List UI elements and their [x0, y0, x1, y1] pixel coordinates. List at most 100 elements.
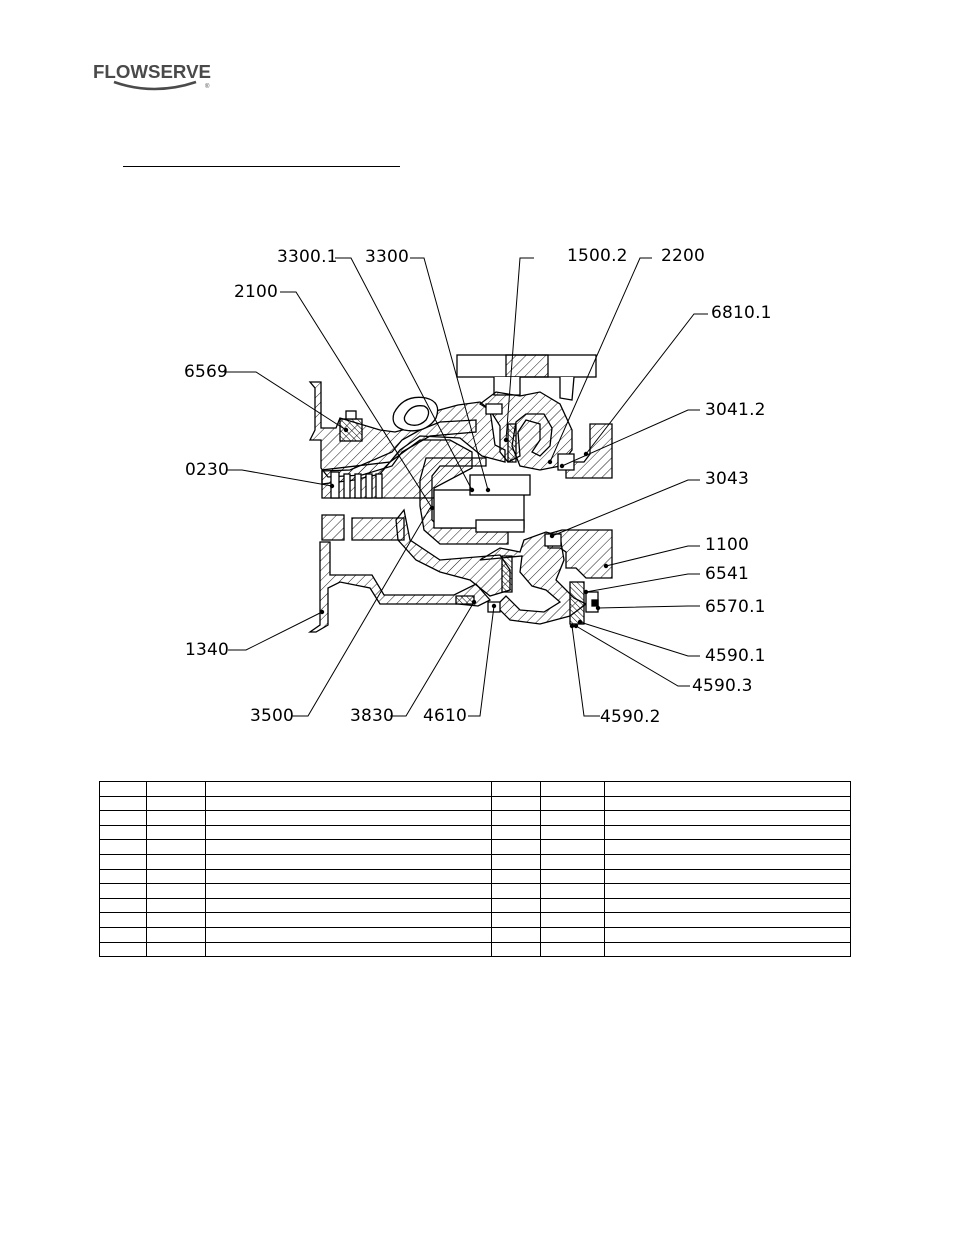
callout-3300-1: 3300.1	[277, 247, 338, 267]
callout-6569: 6569	[184, 362, 229, 382]
callout-4590-2: 4590.2	[600, 707, 661, 727]
callout-1340: 1340	[185, 640, 230, 660]
table-cell	[540, 810, 606, 826]
table-cell	[145, 897, 206, 914]
table-cell	[604, 941, 851, 958]
table-cell	[540, 781, 606, 797]
callout-markers	[319, 427, 609, 629]
callout-1500-2: 1500.2	[567, 246, 628, 266]
table-row	[99, 781, 851, 797]
table-cell	[604, 883, 851, 899]
table-cell	[145, 868, 206, 885]
table-cell	[491, 839, 542, 855]
table-cell	[491, 853, 542, 870]
logo-text: FLOWSERVE	[93, 62, 211, 82]
table-cell	[491, 926, 542, 943]
callout-3041-2: 3041.2	[705, 400, 766, 420]
callout-4610: 4610	[423, 706, 468, 726]
table-cell	[145, 795, 206, 812]
table-cell	[204, 810, 493, 826]
table-cell	[604, 868, 851, 885]
table-cell	[145, 781, 206, 797]
table-cell	[604, 781, 851, 797]
table-row	[99, 839, 851, 855]
table-cell	[204, 824, 493, 841]
table-cell	[99, 868, 147, 885]
table-cell	[491, 781, 542, 797]
callout-4590-1: 4590.1	[705, 646, 766, 666]
callout-6570-1: 6570.1	[705, 597, 766, 617]
table-cell	[99, 824, 147, 841]
callout-3500: 3500	[250, 706, 295, 726]
table-cell	[604, 810, 851, 826]
table-cell	[604, 795, 851, 812]
table-cell	[604, 912, 851, 928]
callout-1100: 1100	[705, 535, 750, 555]
flowserve-logo: FLOWSERVE ®	[93, 62, 211, 91]
table-cell	[204, 795, 493, 812]
table-cell	[204, 883, 493, 899]
table-cell	[540, 897, 606, 914]
table-cell	[540, 926, 606, 943]
table-cell	[204, 839, 493, 855]
table-cell	[99, 853, 147, 870]
table-cell	[204, 781, 493, 797]
table-cell	[540, 868, 606, 885]
table-cell	[145, 810, 206, 826]
table-cell	[604, 926, 851, 943]
table-cell	[204, 941, 493, 958]
table-cell	[99, 926, 147, 943]
callout-2200: 2200	[661, 246, 706, 266]
table-cell	[145, 912, 206, 928]
table-row	[99, 853, 851, 870]
table-cell	[204, 853, 493, 870]
table-row	[99, 926, 851, 943]
callout-leaders	[224, 257, 708, 717]
pump-body	[307, 354, 613, 633]
table-row	[99, 883, 851, 899]
callout-3043: 3043	[705, 469, 750, 489]
table-cell	[145, 853, 206, 870]
table-row	[99, 868, 851, 885]
table-cell	[99, 795, 147, 812]
table-cell	[145, 941, 206, 958]
table-cell	[604, 839, 851, 855]
table-cell	[540, 883, 606, 899]
table-row	[99, 941, 851, 958]
table-cell	[204, 897, 493, 914]
table-row	[99, 795, 851, 812]
table-cell	[491, 810, 542, 826]
table-cell	[540, 853, 606, 870]
logo-registered: ®	[205, 83, 210, 90]
callout-0230: 0230	[185, 460, 230, 480]
table-cell	[491, 824, 542, 841]
table-cell	[540, 824, 606, 841]
table-cell	[540, 839, 606, 855]
callout-2100: 2100	[234, 282, 279, 302]
table-cell	[99, 941, 147, 958]
callout-6541: 6541	[705, 564, 750, 584]
callout-3300: 3300	[365, 247, 410, 267]
table-cell	[540, 912, 606, 928]
table-cell	[99, 897, 147, 914]
table-row	[99, 912, 851, 928]
table-row	[99, 897, 851, 914]
section-heading-rule	[123, 166, 400, 167]
table-cell	[491, 883, 542, 899]
table-cell	[491, 897, 542, 914]
logo-swoosh	[113, 80, 197, 91]
table-cell	[99, 912, 147, 928]
table-cell	[99, 883, 147, 899]
table-cell	[491, 868, 542, 885]
pump-cross-section-drawing	[224, 257, 708, 717]
table-cell	[145, 824, 206, 841]
table-row	[99, 824, 851, 841]
callout-6810-1: 6810.1	[711, 303, 772, 323]
table-cell	[540, 941, 606, 958]
table-cell	[99, 781, 147, 797]
table-cell	[145, 883, 206, 899]
parts-list-table	[99, 781, 851, 958]
table-cell	[99, 839, 147, 855]
table-row	[99, 810, 851, 826]
table-cell	[491, 941, 542, 958]
